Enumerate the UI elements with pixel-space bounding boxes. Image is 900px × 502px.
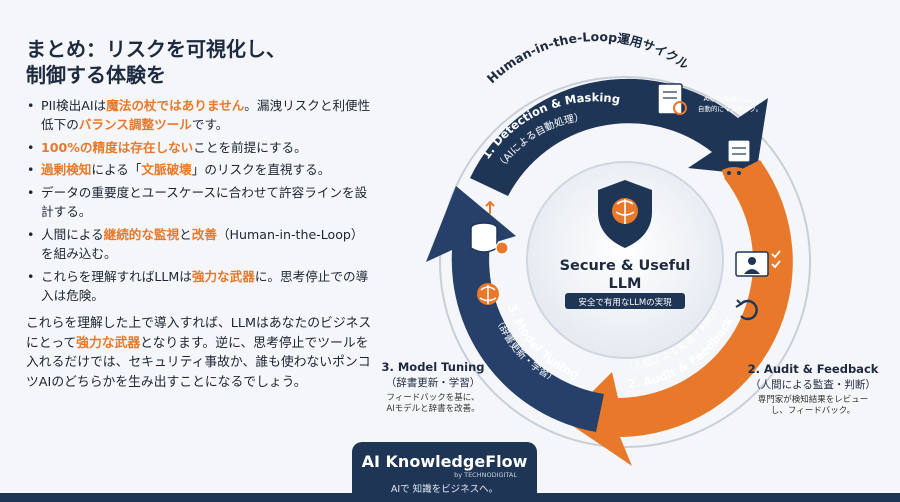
bullet-text: です。 [191,116,229,132]
brain-icon [477,283,499,305]
page-title: まとめ：リスクを可視化し、 制御する体験を [26,36,376,89]
bullet-text: に。思考停止での導入は危険。 [41,268,369,303]
brand-by: by TECHNODIGITAL [454,471,517,479]
highlight-text: 過剰検知 [41,162,92,178]
conclusion-paragraph: これらを理解した上で導入すれば、LLMはあなたのビジネスにとって強力な武器となり… [26,314,376,393]
center-subtitle-bar [565,293,685,309]
bottom-bar [0,493,900,502]
brand-name: AI KnowledgeFlow [361,452,528,471]
highlight-text: 継続的な監視 [103,227,180,243]
center-subtitle: 安全で有用なLLMの実現 [578,297,672,308]
bullet-text: PII検出AIは [41,97,107,113]
brand-tagline: AIで 知識をビジネスへ。 [390,484,499,495]
outer-ring [439,76,811,448]
audit-label-desc-2: し、フィードバック。 [770,406,856,417]
bullet-item: 100%の精度は存在しないことを前提にする。 [26,139,376,158]
bullet-list: PII検出AIは魔法の杖ではありません。漏洩リスクと利便性低下のバランス調整ツー… [26,97,376,306]
highlight-text: 文脈破壊 [141,162,192,178]
bullet-text: 。漏洩リスクと利便性低下の [41,97,371,132]
document-search-icon [657,83,687,115]
doc-caption-1: AIがPIIを検出し、 [703,94,756,103]
bullet-item: これらを理解すればLLMは強力な武器に。思考停止での導入は危険。 [26,268,376,306]
highlight-text: 魔法の杖ではありません [106,97,245,113]
arrow-audit-feedback [564,160,793,466]
bullet-text: ことを前提にする。 [193,139,307,155]
sync-icon [735,299,758,321]
bullet-text: これらを理解すればLLMは [41,268,192,284]
arrow-detection-masking [470,78,768,196]
tuning-label-desc-1: フィードバックを基に、 [386,392,480,403]
bullet-text: 」のリスクを直視する。 [191,162,331,178]
bullet-text: データの重要度とユースケースに合わせて許容ラインを設計する。 [41,185,368,220]
cycle-heading-text: Human-in-the-Loop運用サイクル [484,29,693,86]
highlight-text: 強力な武器 [76,335,141,351]
highlight-text: 改善 [191,227,217,243]
paragraph-text: これらを理解した上で導入すれば、LLMはあなたのビジネスにとって [26,315,372,351]
database-gear-icon [470,200,509,255]
highlight-text: 強力な武器 [191,268,255,284]
highlight-text: 100%の精度は存在しない [41,139,194,155]
title-line-1: まとめ：リスクを可視化し、 [26,37,286,61]
model-tuning-label: 3. Model Tuning （辞書更新・学習） フィードバックを基に、 AI… [358,360,508,416]
bullet-text: と [179,227,192,243]
tuning-label-subtitle: （辞書更新・学習） [385,376,481,389]
tuning-label-desc-2: AIモデルと辞書を改善。 [386,404,480,415]
highlight-text: バランス調整ツール [78,116,192,132]
bullet-item: データの重要度とユースケースに合わせて許容ラインを設計する。 [26,184,376,222]
bullet-text: による「 [91,162,142,178]
bullet-item: 人間による継続的な監視と改善（Human-in-the-Loop）を組み込む。 [26,226,376,264]
audit-label-subtitle: （人間による監査・判断） [750,378,876,391]
bullet-text: （Human-in-the-Loop）を組み込む。 [41,227,364,262]
bullet-text: 人間による [41,227,104,243]
audit-label-desc-1: 専門家が検知結果をレビュー [757,394,869,405]
paragraph-text: となります。逆に、思考停止でツールを入れるだけでは、セキュリティ事故か、誰も使わ… [26,335,371,391]
center-title-2: LLM [609,276,642,292]
tuning-label-title: 3. Model Tuning [381,360,485,374]
bullet-item: 過剰検知による「文脈破壊」のリスクを直視する。 [26,161,376,180]
cycle-heading: Human-in-the-Loop運用サイクル [484,29,693,86]
center-title-1: Secure & Useful [560,258,691,274]
shield-brain-icon [598,180,652,248]
title-line-2: 制御する体験を [26,63,166,88]
reviewer-checklist-icon [735,250,781,277]
summary-column: まとめ：リスクを可視化し、 制御する体験を PII検出AIは魔法の杖ではありませ… [26,36,376,393]
doc-caption-2: 自動的にマスキング。 [698,104,762,113]
audit-feedback-label: 2. Audit & Feedback （人間による監査・判断） 専門家が検知結… [738,362,888,418]
mask-document-icon [722,139,751,182]
audit-label-title: 2. Audit & Feedback [747,362,879,376]
brand-footer: AI KnowledgeFlow by TECHNODIGITAL AIで 知識… [352,442,537,502]
bullet-item: PII検出AIは魔法の杖ではありません。漏洩リスクと利便性低下のバランス調整ツー… [26,97,376,135]
